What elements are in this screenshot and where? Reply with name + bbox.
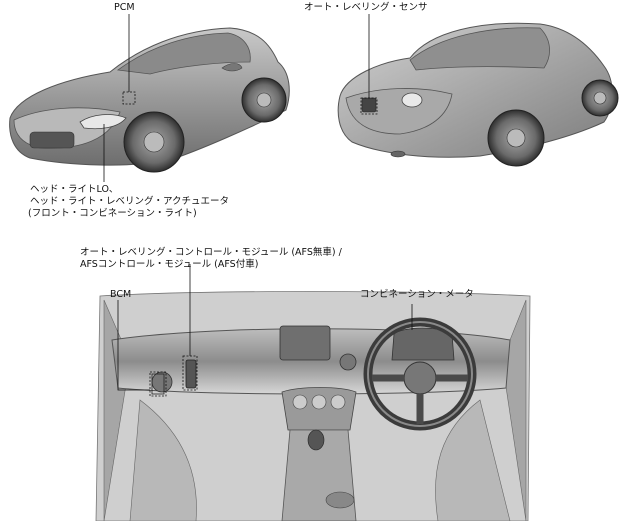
auto-leveling-module-label-line-2: AFSコントロール・モジュール (AFS付車)	[80, 259, 258, 271]
headlight-label-line-2: ヘッド・ライト・レベリング・アクチュエータ	[30, 196, 229, 208]
instrument-cluster-label: コンビネーション・メータ	[360, 289, 474, 301]
auto-leveling-sensor-label: オート・レベリング・センサ	[304, 2, 428, 14]
front-car-illustration	[10, 28, 290, 172]
interior-dashboard-illustration	[96, 292, 530, 521]
auto-leveling-module-label-line-1: オート・レベリング・コントロール・モジュール (AFS無車) /	[80, 247, 342, 259]
headlight-label-line-1: ヘッド・ライトLO、	[30, 184, 118, 196]
headlight-label-line-3: (フロント・コンビネーション・ライト)	[28, 208, 197, 220]
rear-car-illustration	[338, 23, 618, 166]
bcm-label: BCM	[110, 289, 131, 301]
pcm-label: PCM	[114, 2, 135, 14]
